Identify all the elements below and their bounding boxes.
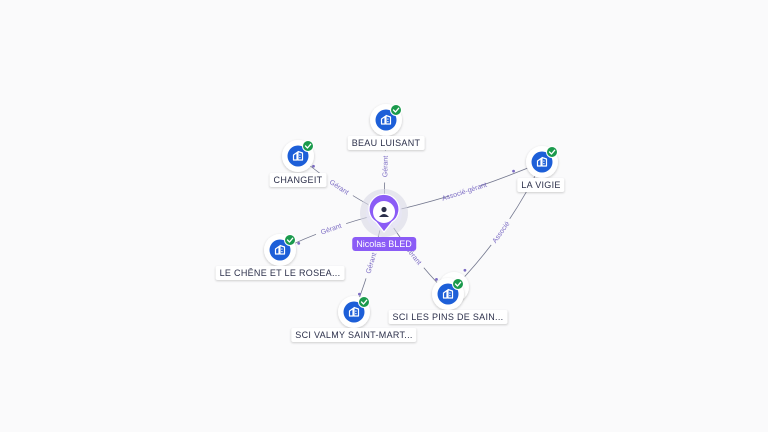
check-icon [390, 104, 402, 116]
company-label-changeit[interactable]: CHANGEIT [269, 173, 327, 187]
company-label-sci-les-pins[interactable]: SCI LES PINS DE SAIN... [388, 310, 508, 324]
person-name-label[interactable]: Nicolas BLED [352, 237, 416, 251]
check-icon [546, 146, 558, 158]
edge-arrow [512, 169, 515, 173]
company-node-la-vigie[interactable] [526, 146, 558, 178]
company-label-sci-valmy[interactable]: SCI VALMY SAINT-MART... [291, 328, 417, 342]
check-icon [358, 296, 370, 308]
company-node-sci-les-pins[interactable] [432, 272, 469, 310]
company-label-le-chene[interactable]: LE CHÊNE ET LE ROSEA... [215, 266, 345, 280]
check-icon [302, 140, 314, 152]
check-icon [452, 278, 464, 290]
company-node-changeit[interactable] [282, 140, 314, 172]
edge-arrow [435, 278, 438, 281]
center-person-node[interactable] [360, 189, 408, 237]
company-node-beau-luisant[interactable] [370, 104, 402, 136]
edge-relation-label: Gérant [365, 252, 378, 275]
company-node-sci-valmy[interactable] [338, 296, 370, 328]
edge-relation-label: Gérant [382, 156, 389, 178]
nodes [264, 104, 558, 328]
company-node-le-chene[interactable] [264, 234, 296, 266]
company-label-beau-luisant[interactable]: BEAU LUISANT [347, 136, 425, 150]
edge-arrow [463, 268, 467, 272]
check-icon [284, 234, 296, 246]
company-label-la-vigie[interactable]: LA VIGIE [517, 178, 565, 192]
edge-arrow [297, 241, 301, 245]
edge-arrow [358, 292, 361, 296]
person-icon [379, 206, 389, 217]
edge-arrow [312, 164, 315, 168]
